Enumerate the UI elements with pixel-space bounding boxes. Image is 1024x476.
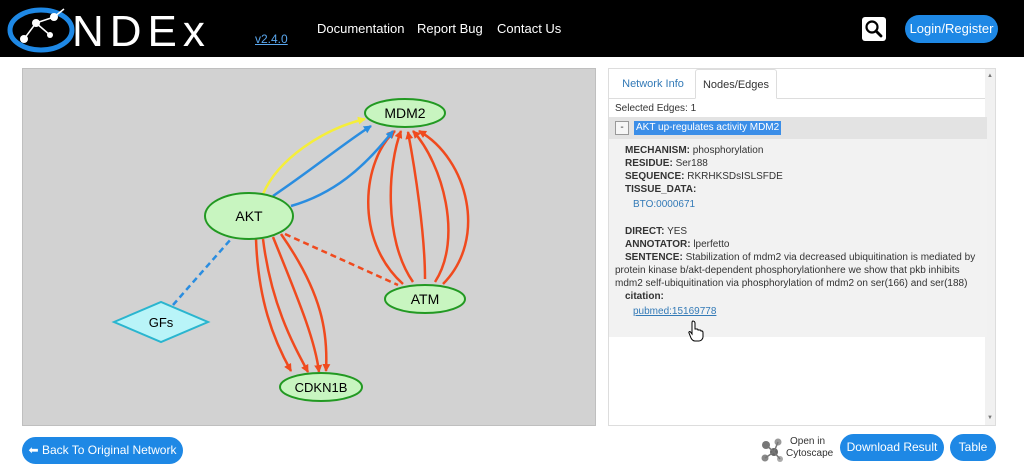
scroll-up-icon[interactable]: ▲ — [987, 73, 993, 79]
network-logo-icon — [7, 7, 75, 53]
attr-label: DIRECT: — [625, 226, 665, 237]
attr-value: Ser188 — [675, 158, 708, 169]
arrow-left-icon: ⬅ — [28, 443, 39, 457]
attr-label: citation: — [625, 291, 664, 302]
back-button-label: Back To Original Network — [41, 443, 177, 457]
attr-label: ANNOTATOR: — [625, 239, 691, 250]
nav-documentation[interactable]: Documentation — [317, 21, 405, 36]
bto-link[interactable]: BTO:0000671 — [633, 199, 696, 210]
download-result-button[interactable]: Download Result — [840, 434, 944, 461]
collapse-edge-button[interactable]: - — [615, 121, 629, 135]
attr-label: TISSUE_DATA: — [625, 184, 697, 195]
node-gfs[interactable]: GFs — [111, 300, 211, 344]
edge-akt-atm[interactable] — [284, 232, 399, 287]
node-mdm2[interactable]: MDM2 — [364, 98, 446, 128]
nodes-edges-content: Selected Edges: 1 - AKT up-regulates act… — [609, 99, 987, 425]
attr-value: YES — [667, 226, 688, 237]
network-graph-canvas[interactable]: MDM2 AKT ATM GFs CDKN1B — [22, 68, 596, 426]
login-register-button[interactable]: Login/Register — [905, 15, 998, 43]
attr-value: Stabilization of mdm2 via decreased ubiq… — [685, 252, 976, 263]
node-label-gfs: GFs — [149, 315, 174, 330]
cytoscape-logo-icon — [761, 438, 783, 462]
attr-label: RESIDUE: — [625, 158, 673, 169]
attr-direct: DIRECT: YES — [625, 226, 687, 237]
node-label-mdm2: MDM2 — [384, 105, 425, 121]
node-label-akt: AKT — [235, 208, 263, 224]
pubmed-link[interactable]: pubmed:15169778 — [633, 306, 717, 317]
attr-sentence: SENTENCE: Stabilization of mdm2 via decr… — [625, 252, 975, 263]
search-button[interactable] — [862, 17, 886, 41]
cytoscape-name-label: Cytoscape — [786, 448, 834, 459]
panel-tabs: Network Info Nodes/Edges — [609, 69, 987, 99]
attr-label: SEQUENCE: — [625, 171, 685, 182]
attr-tissue-data: TISSUE_DATA: — [625, 184, 696, 195]
nav-report-bug[interactable]: Report Bug — [417, 21, 483, 36]
attr-mechanism: MECHANISM: phosphorylation — [625, 145, 763, 156]
edge-details: MECHANISM: phosphorylation RESIDUE: Ser1… — [609, 139, 987, 337]
scroll-down-icon[interactable]: ▼ — [987, 415, 993, 421]
nav-contact-us[interactable]: Contact Us — [497, 21, 562, 36]
edge-akt-mdm2-blue[interactable] — [272, 124, 372, 198]
edge-header: - AKT up-regulates activity MDM2 — [609, 117, 987, 139]
attr-citation: citation: — [625, 291, 664, 302]
tissue-link[interactable]: BTO:0000671 — [633, 199, 695, 210]
ndex-logo[interactable]: NDEx — [6, 3, 251, 56]
node-label-atm: ATM — [411, 291, 440, 307]
edge-akt-mdm2-blue[interactable] — [290, 130, 394, 208]
attr-value: RKRHKSDsISLSFDE — [687, 171, 783, 182]
logo-text: NDEx — [72, 7, 211, 56]
edge-atm-mdm2[interactable] — [389, 130, 415, 283]
selected-edges-count: Selected Edges: 1 — [615, 103, 697, 114]
table-button[interactable]: Table — [950, 434, 996, 461]
edge-gfs-akt[interactable] — [172, 238, 232, 306]
network-graph[interactable]: MDM2 AKT ATM GFs CDKN1B — [23, 69, 597, 427]
hand-cursor-icon — [688, 320, 704, 347]
back-to-original-network-button[interactable]: ⬅ Back To Original Network — [22, 437, 183, 464]
open-in-cytoscape-button[interactable]: Open in Cytoscape — [760, 436, 835, 466]
attr-annotator: ANNOTATOR: lperfetto — [625, 239, 729, 250]
details-panel: Network Info Nodes/Edges ▲ ▼ Selected Ed… — [608, 68, 996, 426]
node-label-cdkn1b: CDKN1B — [295, 380, 348, 395]
search-icon — [865, 20, 883, 38]
panel-scrollbar[interactable]: ▲ ▼ — [985, 69, 995, 425]
top-navbar: NDEx v2.4.0 Documentation Report Bug Con… — [0, 0, 1024, 57]
edge-title[interactable]: AKT up-regulates activity MDM2 — [634, 121, 782, 135]
cytoscape-open-in-label: Open in — [790, 436, 826, 447]
tab-network-info[interactable]: Network Info — [622, 78, 684, 90]
node-cdkn1b[interactable]: CDKN1B — [279, 372, 363, 402]
version-link[interactable]: v2.4.0 — [255, 32, 288, 46]
edge-akt-cdkn1b[interactable] — [254, 238, 293, 372]
sentence-line-2: protein kinase b/akt-dependent phosphory… — [615, 265, 960, 276]
edge-akt-cdkn1b[interactable] — [271, 236, 323, 373]
attr-residue: RESIDUE: Ser188 — [625, 158, 708, 169]
edge-akt-cdkn1b[interactable] — [261, 238, 310, 373]
edge-atm-mdm2[interactable] — [405, 131, 427, 280]
attr-label: SENTENCE: — [625, 252, 683, 263]
edge-atm-mdm2[interactable] — [412, 130, 450, 283]
edge-atm-mdm2[interactable] — [418, 129, 470, 285]
node-atm[interactable]: ATM — [384, 284, 466, 314]
attr-label: MECHANISM: — [625, 145, 690, 156]
attr-value: lperfetto — [693, 239, 730, 250]
citation-link-row[interactable]: pubmed:15169778 — [633, 306, 716, 317]
edge-akt-cdkn1b[interactable] — [279, 233, 331, 372]
node-akt[interactable]: AKT — [204, 192, 294, 240]
sentence-line-3: mdm2 self-ubiquitination via phosphoryla… — [615, 278, 968, 289]
edge-atm-mdm2[interactable] — [367, 130, 404, 285]
edge-akt-mdm2-yellow[interactable] — [261, 116, 366, 195]
tab-nodes-edges[interactable]: Nodes/Edges — [695, 69, 777, 99]
attr-sequence: SEQUENCE: RKRHKSDsISLSFDE — [625, 171, 783, 182]
attr-value: phosphorylation — [692, 145, 764, 156]
